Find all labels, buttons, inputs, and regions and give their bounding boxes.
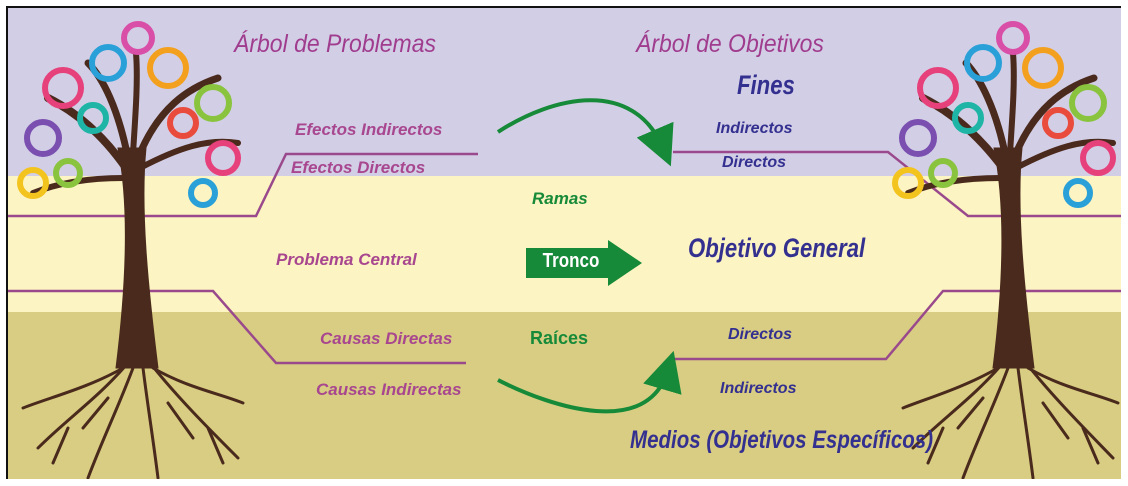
- curved-arrow-icon-bottom: [497, 350, 682, 414]
- problema-central-label: Problema Central: [276, 250, 417, 269]
- tronco-label: Tronco: [542, 250, 600, 272]
- fines-indirectos-label: Indirectos: [716, 120, 793, 137]
- efectos-directos-label: Efectos Directos: [291, 158, 426, 177]
- curved-arrow-icon-top: [496, 98, 674, 167]
- causas-indirectas-label: Causas Indirectas: [316, 380, 462, 399]
- problem-tree-icon: [17, 21, 245, 479]
- objective-tree-icon: [892, 21, 1120, 479]
- objetivo-general-label: Objetivo General: [688, 233, 866, 263]
- medios-directos-label: Directos: [728, 326, 793, 343]
- objective-tree-title: Árbol de Objetivos: [636, 30, 824, 58]
- medios-label: Medios (Objetivos Específicos): [630, 426, 934, 454]
- causas-directas-label: Causas Directas: [320, 329, 453, 348]
- fines-label: Fines: [737, 70, 795, 100]
- raices-label: Raíces: [530, 328, 589, 348]
- diagram-frame: Tronco Árbol de Problemas Efectos Indire…: [6, 6, 1121, 479]
- problem-tree-title: Árbol de Problemas: [234, 30, 436, 58]
- fines-directos-label: Directos: [722, 154, 787, 171]
- tronco-arrow-icon: [526, 240, 642, 286]
- diagram-art: [8, 21, 1121, 479]
- efectos-indirectos-label: Efectos Indirectos: [295, 120, 443, 139]
- medios-indirectos-label: Indirectos: [720, 380, 797, 397]
- ramas-label: Ramas: [532, 189, 588, 208]
